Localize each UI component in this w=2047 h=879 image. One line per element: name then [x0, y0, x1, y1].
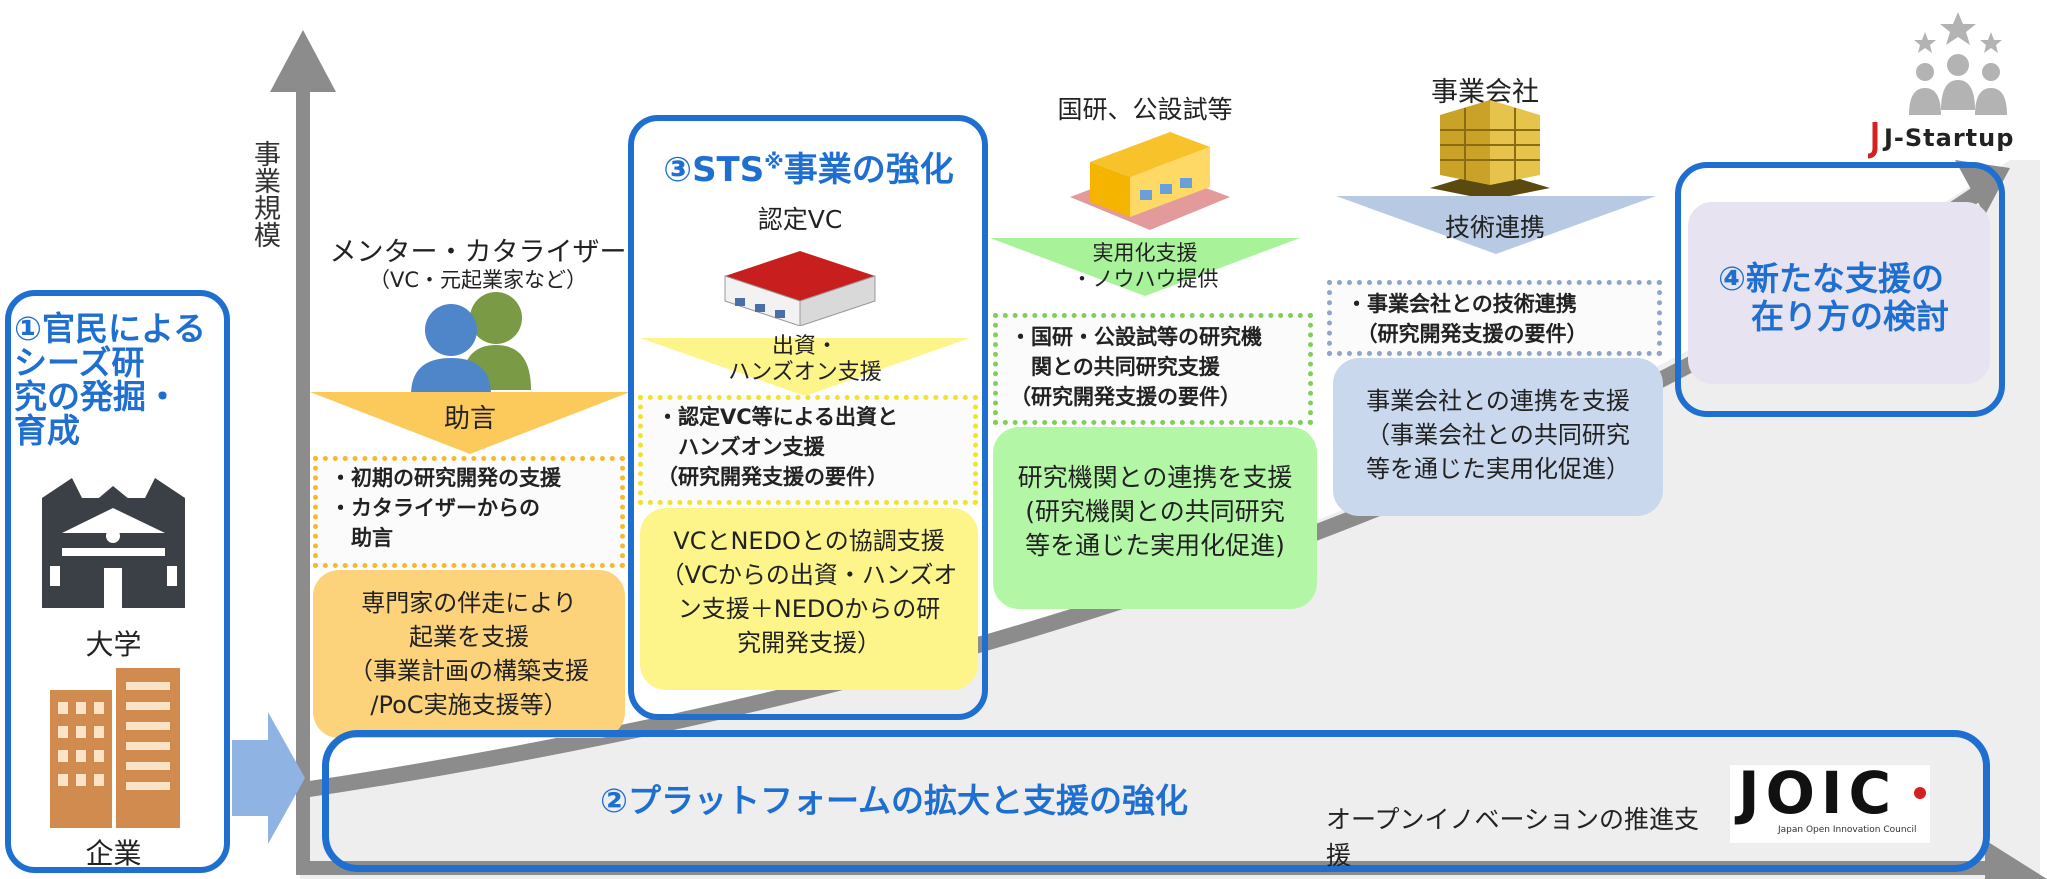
university-label: 大学 — [85, 628, 142, 661]
section2-box — [322, 730, 1990, 872]
section3-req-item-1: ・認定VC等による出資と — [657, 405, 899, 429]
company-arrow-label: 技術連携 — [1444, 213, 1545, 242]
research-req-item-2: 関との共同研究支援 — [1010, 355, 1220, 379]
research-building-icon — [1060, 122, 1240, 232]
oi-text: オープンイノベーションの推進支援 — [1326, 805, 1700, 870]
section3-box — [628, 115, 988, 720]
mentor-arrow-label: 助言 — [443, 404, 496, 434]
section2-title: ②プラットフォームの拡大と支援の強化 — [600, 781, 1188, 820]
section3-title: ③STS※事業の強化 — [636, 142, 981, 191]
mentor-req-item-2: ・カタライザーからの — [330, 496, 540, 520]
mentor-title: メンター・カタライザー — [329, 237, 627, 268]
section3-requirements: ・認定VC等による出資と ハンズオン支援 （研究開発支援の要件） — [638, 395, 978, 505]
research-arrow-label: 実用化支援 ・ノウハウ提供 — [1071, 241, 1219, 291]
university-icon — [42, 478, 185, 608]
mentor-subtitle: （VC・元起業家など） — [368, 268, 588, 292]
mentor-req-item-1: ・初期の研究開発の支援 — [330, 466, 561, 490]
joic-logo-sub: Japan Open Innovation Council — [1778, 825, 1917, 835]
research-requirements: ・国研・公設試等の研究機 関との共同研究支援 （研究開発支援の要件） — [993, 313, 1313, 425]
jstartup-mark-icon — [1866, 122, 1880, 160]
company-req-item-2: （研究開発支援の要件） — [1346, 322, 1588, 346]
section3-title-main: ③STS — [663, 150, 765, 190]
section1-title: ①官民による シーズ研 究の発掘・ 育成 — [14, 309, 206, 450]
company-label: 企業 — [85, 837, 142, 870]
section4-box — [1675, 162, 2005, 417]
company-tower-icon — [1420, 100, 1560, 200]
company-building-icon — [50, 668, 180, 828]
mentor-req-item-3: 助言 — [330, 526, 393, 550]
section3-req-item-2: ハンズオン支援 — [657, 435, 825, 459]
jstartup-people-icon — [1903, 10, 2013, 118]
mentor-support-box: 専門家の伴走により 起業を支援 （事業計画の構築支援 /PoC実施支援等） — [313, 570, 625, 738]
x-axis-arrowhead — [1985, 840, 2047, 879]
research-arrow — [990, 238, 1300, 296]
jstartup-label: J-Startup — [1884, 124, 2015, 152]
mentor-people-icon — [406, 290, 536, 395]
company-req-item-1: ・事業会社との技術連携 — [1346, 292, 1577, 316]
vc-building-icon — [720, 236, 880, 327]
vc-label: 認定VC — [757, 205, 843, 234]
mentor-arrow — [310, 392, 630, 454]
joic-logo-text: JOIC — [1738, 759, 1898, 827]
joic-logo-dot — [1914, 787, 1926, 799]
y-axis-label: 事業規模 — [249, 140, 280, 248]
section4-title: ④新たな支援の 在り方の検討 — [1718, 259, 1949, 336]
section3-title-sup: ※ — [764, 149, 784, 174]
y-axis-arrowhead — [270, 30, 336, 92]
growth-area — [300, 160, 2040, 879]
section3-support-box: VCとNEDOとの協調支援 （VCからの出資・ハンズオ ン支援＋NEDOからの研… — [640, 508, 978, 690]
mentor-requirements: ・初期の研究開発の支援 ・カタライザーからの 助言 — [313, 456, 625, 568]
section3-req-item-3: （研究開発支援の要件） — [657, 465, 888, 489]
platform-arrow — [232, 712, 305, 844]
section4-inner — [1688, 202, 1990, 384]
company-requirements: ・事業会社との技術連携 （研究開発支援の要件） — [1327, 280, 1662, 356]
section3-arrow-label: 出資・ ハンズオン支援 — [728, 334, 882, 385]
research-req-item-1: ・国研・公設試等の研究機 — [1010, 325, 1262, 349]
company-arrow — [1336, 196, 1656, 254]
joic-logo: JOIC Japan Open Innovation Council — [1730, 759, 1930, 843]
company-support-box: 事業会社との連携を支援 （事業会社との共同研究 等を通じた実用化促進） — [1333, 358, 1663, 516]
section3-title-rest: 事業の強化 — [783, 150, 954, 190]
research-req-item-3: （研究開発支援の要件） — [1010, 385, 1241, 409]
research-title: 国研、公設試等 — [1057, 95, 1233, 124]
section3-arrow — [640, 338, 970, 396]
research-support-box: 研究機関との連携を支援 (研究機関との共同研究 等を通じた実用化促進) — [993, 427, 1317, 609]
